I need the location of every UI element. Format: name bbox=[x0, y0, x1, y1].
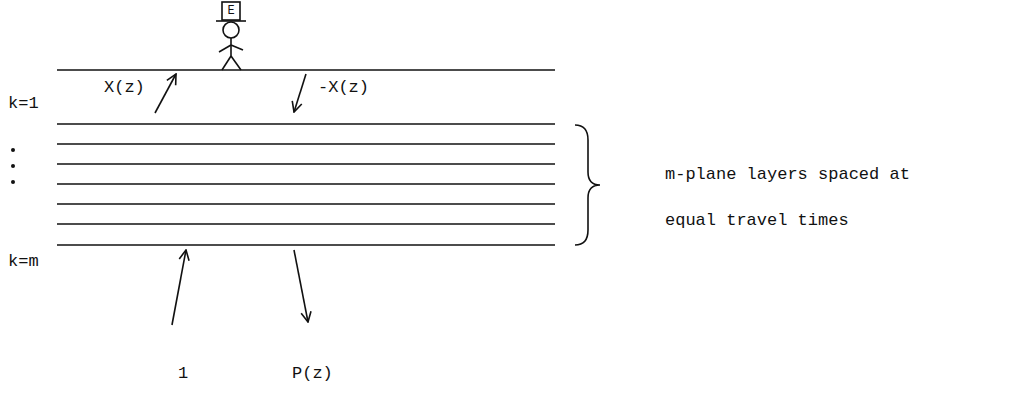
layer-line bbox=[57, 163, 555, 165]
signal-label: 1 bbox=[178, 364, 188, 384]
figure-arm bbox=[231, 45, 243, 50]
note-text: m-plane layers spaced at equal travel ti… bbox=[665, 152, 920, 244]
layer-line bbox=[57, 183, 555, 185]
layer-index: k=m bbox=[8, 252, 39, 272]
downgoing-arrow bbox=[294, 250, 308, 322]
layer-index: k=1 bbox=[8, 94, 39, 114]
figure-leg bbox=[231, 56, 241, 70]
figure-head bbox=[223, 22, 239, 38]
layer-line bbox=[57, 203, 555, 205]
signal-label: P(z) bbox=[292, 364, 333, 384]
signal-label: -X(z) bbox=[318, 78, 369, 98]
figure-body bbox=[230, 38, 232, 56]
hat-crown bbox=[222, 2, 240, 20]
ellipsis-dot bbox=[11, 164, 15, 168]
figure-leg bbox=[222, 56, 231, 70]
upgoing-arrow bbox=[172, 250, 186, 325]
downgoing-arrow bbox=[294, 74, 306, 112]
upgoing-arrow bbox=[155, 74, 176, 113]
signal-label: X(z) bbox=[104, 78, 145, 98]
layer-line bbox=[57, 123, 555, 125]
layer-line bbox=[57, 223, 555, 225]
figure-arm bbox=[219, 45, 231, 52]
ellipsis-dot bbox=[11, 180, 15, 184]
surface-line bbox=[57, 69, 555, 71]
hat-letter: E bbox=[227, 4, 234, 18]
layer-line bbox=[57, 244, 555, 246]
curly-brace bbox=[575, 125, 600, 245]
layer-line bbox=[57, 143, 555, 145]
ellipsis-dot bbox=[11, 148, 15, 152]
